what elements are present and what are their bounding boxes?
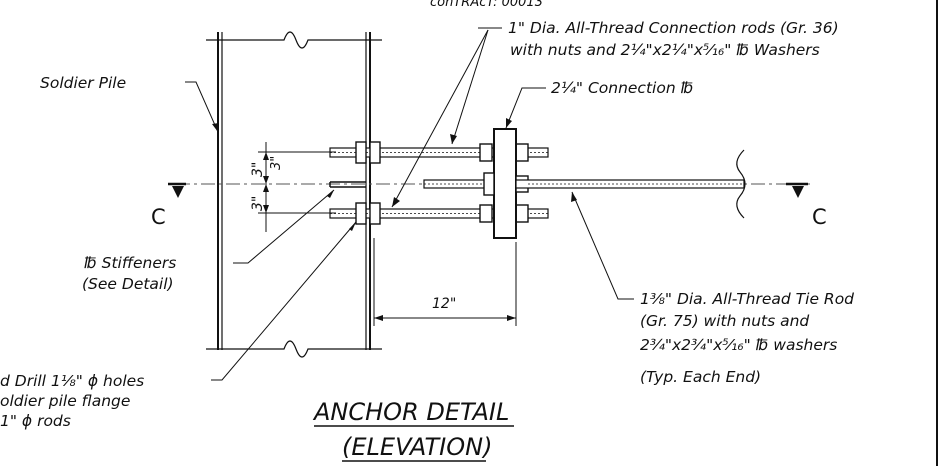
leaders [185,27,634,381]
holes-label-3: 1" ϕ rods [0,412,71,430]
vertical-dimension [258,142,336,232]
tie-rod-label-2: (Gr. 75) with nuts and [640,312,809,330]
stiffeners [329,181,366,188]
title-line-2: (ELEVATION) [342,433,492,461]
stiffeners-label-1: ℔ Stiffeners [84,254,176,272]
connection-plate-label: 2¼" Connection ℔ [551,79,693,97]
holes-label-1: d Drill 1⅛" ϕ holes [0,372,144,390]
holes-label-2: oldier pile flange [0,392,130,410]
section-mark-right: C [786,182,827,229]
connection-rods-label-1: 1" Dia. All-Thread Connection rods (Gr. … [508,19,839,37]
tie-rod [423,149,746,219]
dim-upper-3in: 3" [250,162,266,177]
horizontal-dimension [373,238,517,326]
connection-rods-label-2: with nuts and 2¼"x2¼"x⁵⁄₁₆" ℔ Washers [510,41,820,59]
section-letter-right: C [812,205,827,229]
tie-rod-label-1: 1⅜" Dia. All-Thread Tie Rod [640,290,854,308]
stiffeners-label-2: (See Detail) [82,275,174,293]
connection-plate [493,128,517,239]
dim-12in: 12" [432,296,456,312]
tie-rod-label-4: (Typ. Each End) [640,368,761,386]
soldier-pile [206,31,382,358]
section-mark-left: C [151,182,186,229]
leader-arrowheads [212,118,577,231]
dim-lower-3in: 3" [250,196,266,211]
section-letter-left: C [151,205,166,229]
contract-header: conTRAcT: 00013 [430,0,543,10]
tie-rod-label-3: 2¾"x2¾"x⁵⁄₁₆" ℔ washers [640,336,837,354]
title-line-1: ANCHOR DETAIL [312,398,509,426]
dim-upper-left-3in: 3" [269,156,284,170]
soldier-pile-label: Soldier Pile [40,74,126,92]
